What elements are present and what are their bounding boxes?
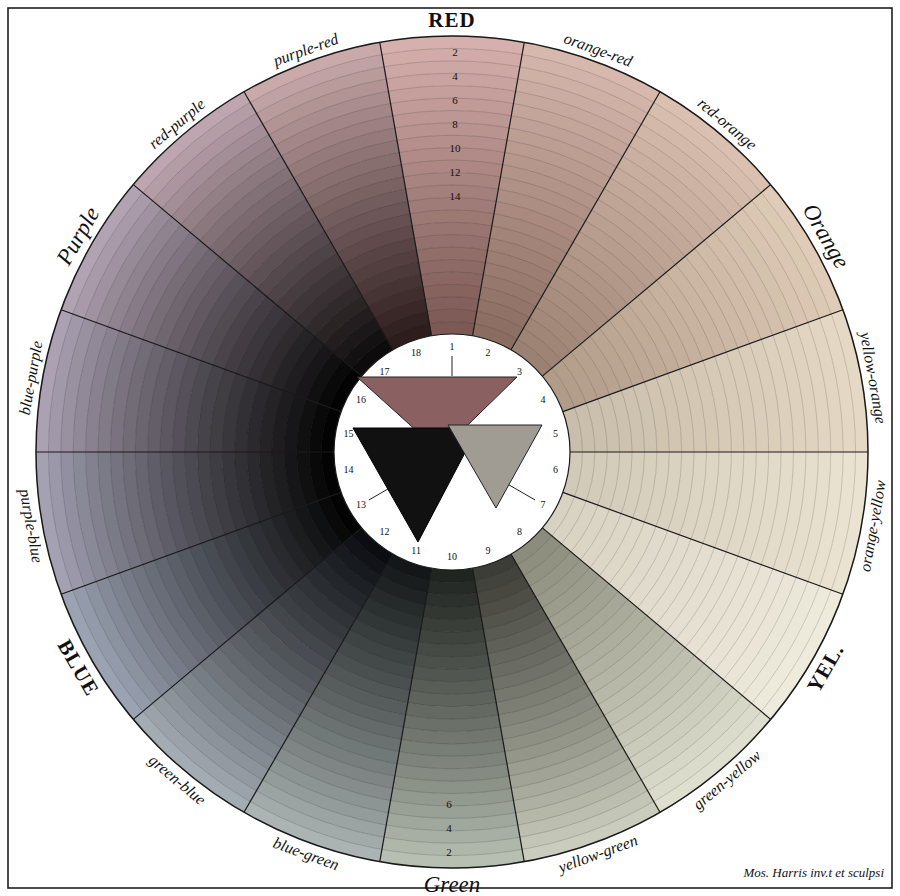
shade-number: 10 <box>450 143 461 154</box>
dial-number: 10 <box>447 552 457 562</box>
hue-name: blue-green <box>271 835 341 874</box>
hue-name: red-orange <box>695 95 760 153</box>
sector-divider <box>380 568 432 861</box>
dial-number: 6 <box>553 465 558 475</box>
hue-name: yellow-orange <box>858 331 890 425</box>
dial-number: 13 <box>356 500 366 510</box>
sector-divider <box>563 492 843 594</box>
band-line <box>322 322 583 583</box>
hue-name: green-blue <box>145 752 208 808</box>
inner-disc <box>334 334 570 570</box>
shade-number: 4 <box>452 71 458 82</box>
outer-rim <box>36 36 868 868</box>
hue-name: Purple <box>52 203 103 269</box>
shade-number: 6 <box>446 799 452 810</box>
hue-name: green-yellow <box>690 747 764 813</box>
dial-number: 11 <box>411 546 421 556</box>
sector-divider <box>570 451 868 452</box>
yellow-triangle <box>448 425 542 508</box>
band-line <box>297 297 608 608</box>
sector-divider <box>380 42 432 335</box>
sector-divider <box>61 310 341 412</box>
hue-name: Green <box>424 873 481 896</box>
sector-divider <box>472 568 524 861</box>
shade-number: 12 <box>450 167 461 178</box>
dial-number: 3 <box>517 367 522 377</box>
hue-name: yellow-green <box>557 832 640 875</box>
frame <box>8 8 892 888</box>
hue-name: red-purple <box>146 96 208 152</box>
dial-number: 9 <box>485 546 490 556</box>
band-line <box>284 284 619 619</box>
tick-line <box>452 356 453 376</box>
sector-divider <box>244 554 393 812</box>
sector-divider <box>542 528 770 720</box>
hue-name: BLUE <box>53 636 102 699</box>
hue-name: Orange <box>799 200 854 272</box>
hue-name: blue-purple <box>16 340 45 416</box>
shade-number: 2 <box>452 47 458 58</box>
dial-number: 12 <box>380 527 390 537</box>
dial-number: 15 <box>344 429 354 439</box>
dial-number: 8 <box>517 527 522 537</box>
hue-name: YEL. <box>804 640 848 696</box>
shade-number: 6 <box>452 95 458 106</box>
dial-number: 4 <box>540 395 545 405</box>
engraver-signature: Mos. Harris inv.t et sculpsi <box>743 866 884 879</box>
hue-name: orange-red <box>562 30 635 69</box>
hue-name: RED <box>428 10 475 31</box>
shade-number: 2 <box>446 847 452 858</box>
sector-divider <box>511 92 660 350</box>
dial-number: 1 <box>450 342 455 352</box>
dial-number: 5 <box>553 429 558 439</box>
sector-divider <box>472 42 524 335</box>
sector-divider <box>542 185 770 377</box>
dial-number: 14 <box>344 465 354 475</box>
color-band <box>406 185 499 201</box>
dial-number: 2 <box>485 348 490 358</box>
sector-divider <box>133 528 361 720</box>
shade-number: 8 <box>452 119 458 130</box>
dial-number: 17 <box>380 367 390 377</box>
shade-number: 14 <box>450 191 461 202</box>
sector-divider <box>36 451 334 452</box>
sector-divider <box>133 185 361 377</box>
band-line <box>309 309 595 595</box>
sector-divider <box>563 310 843 412</box>
tick-line <box>506 483 535 500</box>
hue-name: purple-red <box>271 31 340 69</box>
dial-number: 7 <box>540 500 545 510</box>
dial-number: 18 <box>411 348 421 358</box>
sector-divider <box>511 554 660 812</box>
hue-name: purple-blue <box>16 488 45 564</box>
dial-number: 16 <box>356 395 366 405</box>
hue-name: orange-yellow <box>858 479 890 573</box>
sector-divider <box>61 492 341 594</box>
sector-divider <box>244 92 393 350</box>
shade-number: 4 <box>446 823 452 834</box>
